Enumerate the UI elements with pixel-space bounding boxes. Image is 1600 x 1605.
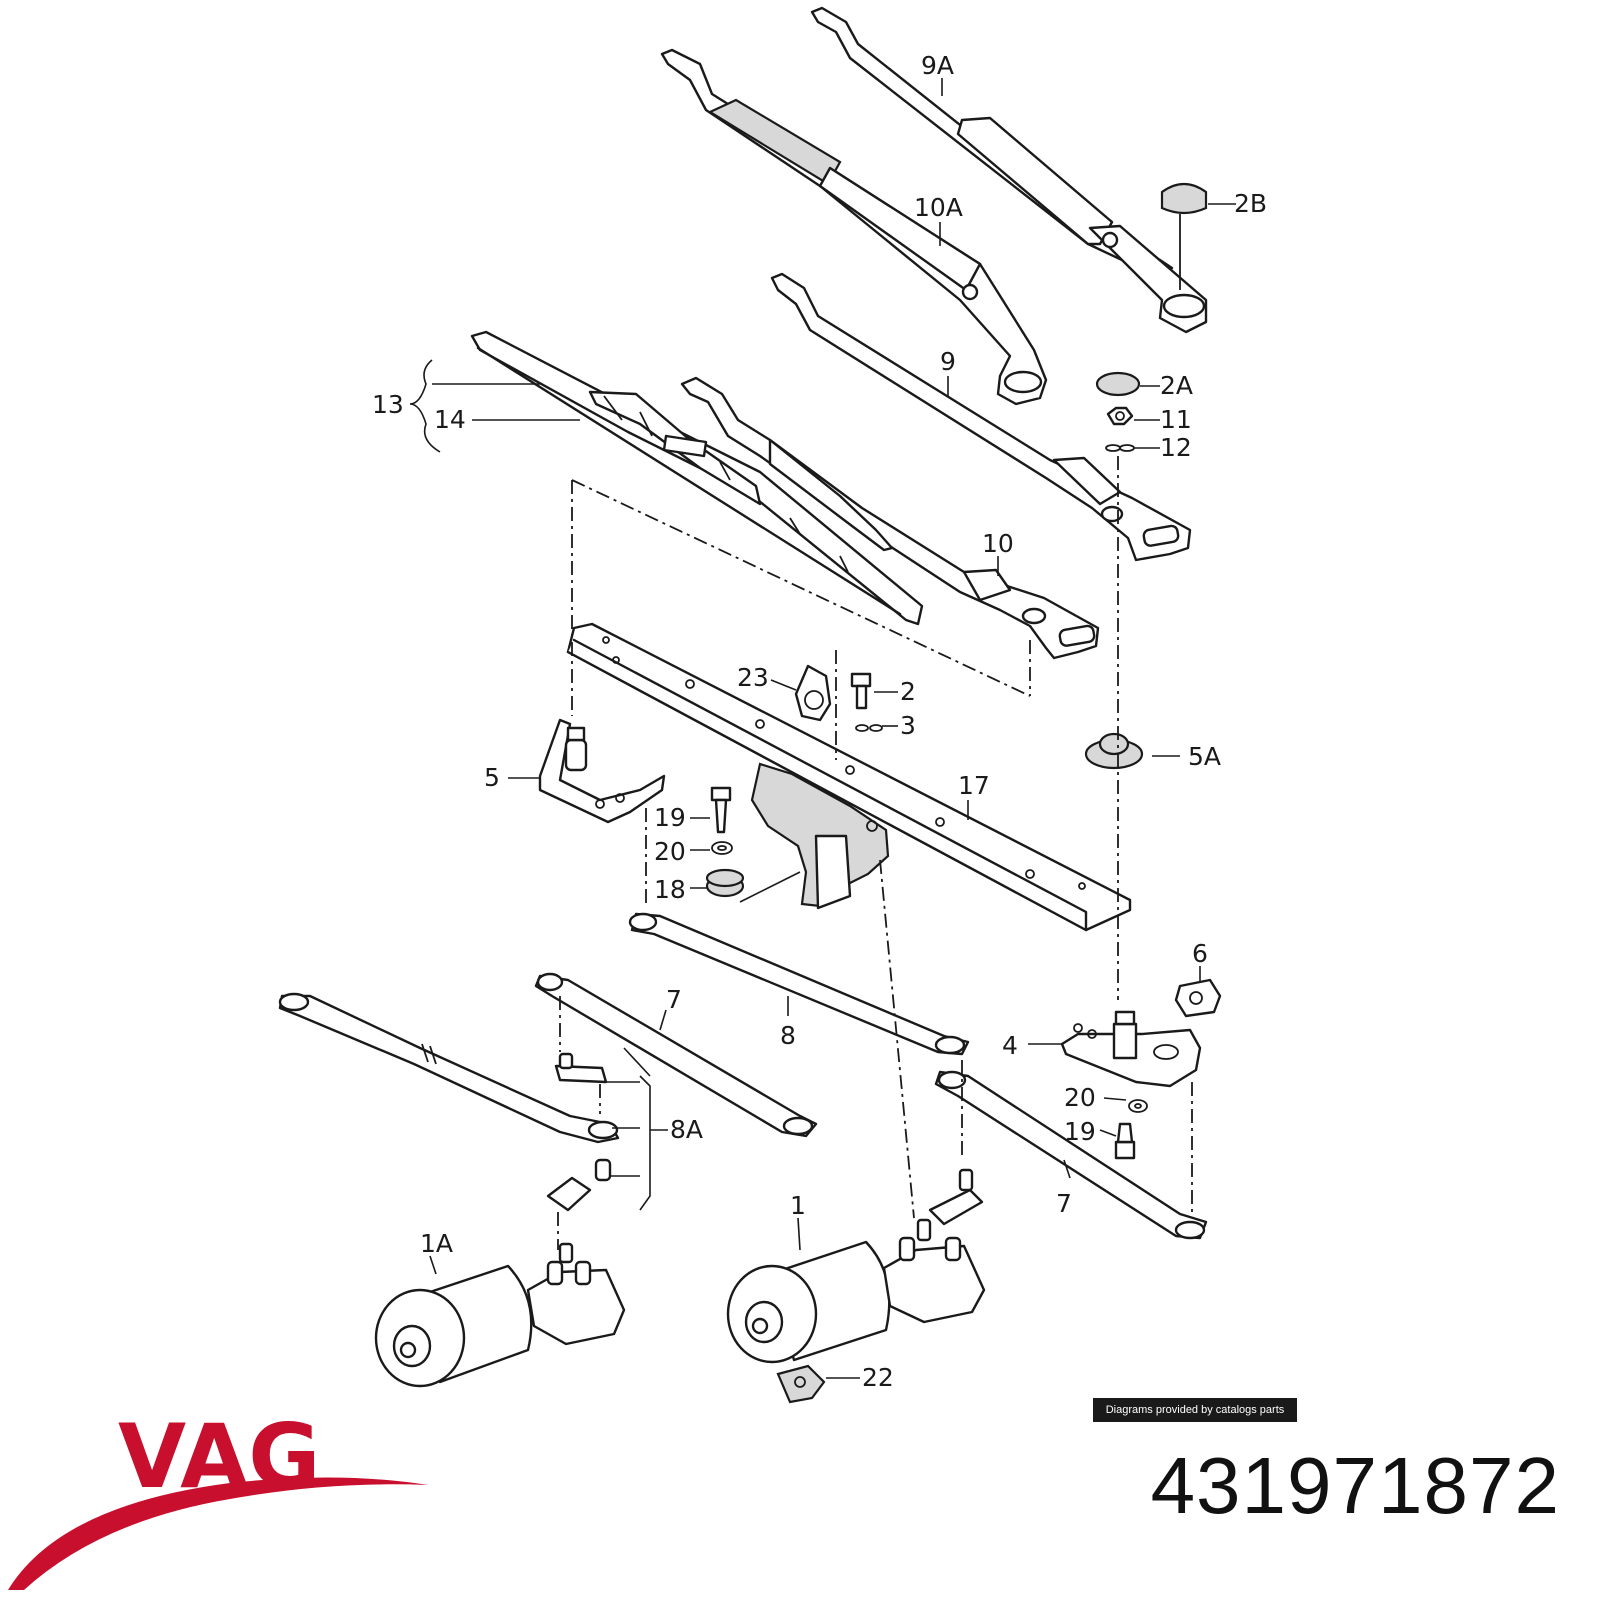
callout-8a: 8A [670, 1115, 703, 1144]
callout-7-upper: 7 [666, 985, 682, 1014]
callout-22: 22 [862, 1363, 894, 1392]
washer-3 [855, 724, 883, 732]
cap-2a [1095, 371, 1141, 397]
wiper-bearing-5 [538, 718, 666, 824]
link-rod-8 [628, 912, 970, 1056]
callout-labels: 9A 2B 10A 9 2A 11 12 13 14 10 23 2 3 5A … [372, 51, 1267, 1392]
grommet-22 [776, 1364, 826, 1404]
wiper-arm-10 [680, 376, 1100, 660]
washer-12 [1105, 444, 1135, 452]
clip-23 [794, 664, 832, 722]
leader-lines [409, 78, 1236, 1379]
logo-swoosh [8, 1477, 428, 1590]
callout-18: 18 [654, 875, 686, 904]
callout-13: 13 [372, 390, 404, 419]
callout-5a: 5A [1188, 742, 1221, 771]
wiper-motor-1 [726, 1168, 986, 1364]
callout-4: 4 [1002, 1031, 1018, 1060]
bushing-18-part [705, 868, 745, 898]
callout-19-left: 19 [654, 803, 686, 832]
logo-text: VAG [118, 1415, 320, 1508]
bolt-19-left [710, 786, 732, 834]
drive-rod-1a [278, 992, 620, 1144]
wiper-arm-10a [660, 48, 1048, 406]
grommet-5a [1084, 732, 1144, 770]
callout-20-left: 20 [654, 837, 686, 866]
vag-logo: VAG [8, 1415, 428, 1590]
frame-17 [566, 622, 1132, 932]
callout-9: 9 [940, 347, 956, 376]
callout-9a: 9A [921, 51, 954, 80]
callout-19-right: 19 [1064, 1117, 1096, 1146]
bracket-18 [750, 762, 890, 910]
callout-7-lower: 7 [1056, 1189, 1072, 1218]
link-rod-7-left [534, 972, 818, 1138]
link-rod-7-right [934, 1070, 1208, 1240]
callout-1: 1 [790, 1191, 806, 1220]
washer-20-right [1128, 1099, 1148, 1113]
bolt-2 [850, 672, 872, 710]
wiper-bearing-4 [1060, 1010, 1202, 1088]
callout-23: 23 [737, 663, 769, 692]
cap-6 [1174, 978, 1222, 1018]
callout-2a: 2A [1160, 371, 1193, 400]
cap-2b [1160, 182, 1208, 290]
wiper-motor-1a [374, 1242, 626, 1388]
assembly-lines [557, 456, 1193, 1250]
callout-10a: 10A [914, 193, 963, 222]
callout-6: 6 [1192, 939, 1208, 968]
diagram-credit: Diagrams provided by catalogs parts [1093, 1398, 1297, 1422]
bolt-19-right [1114, 1122, 1136, 1160]
wiper-blade-13-14 [470, 330, 924, 626]
nut-11 [1106, 406, 1134, 426]
callout-8: 8 [780, 1021, 796, 1050]
callout-11: 11 [1160, 405, 1192, 434]
wiper-arm-9a [810, 6, 1208, 334]
wiper-arm-9 [770, 272, 1192, 562]
callout-3: 3 [900, 711, 916, 740]
callout-2: 2 [900, 677, 916, 706]
callout-2b: 2B [1234, 189, 1267, 218]
callout-17: 17 [958, 771, 990, 800]
callout-1a: 1A [420, 1229, 453, 1258]
crank-8a [546, 1052, 612, 1212]
callout-14: 14 [434, 405, 466, 434]
callout-20-right: 20 [1064, 1083, 1096, 1112]
callout-10: 10 [982, 529, 1014, 558]
washer-20-left [711, 841, 733, 855]
part-number: 431971872 [1150, 1441, 1560, 1530]
callout-12: 12 [1160, 433, 1192, 462]
callout-5: 5 [484, 763, 500, 792]
